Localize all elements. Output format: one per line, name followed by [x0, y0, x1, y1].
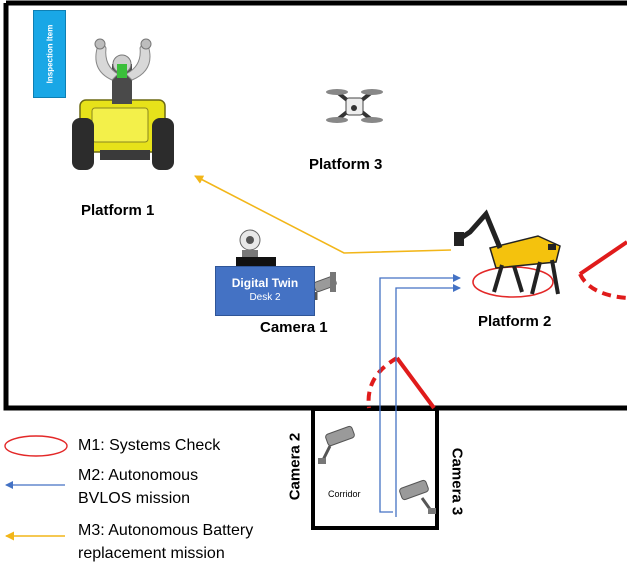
camera-3-label: Camera 3 [448, 447, 466, 516]
inspection-item-label: Inspection Item [45, 24, 54, 84]
m3-path [194, 175, 452, 254]
m1-systems-check-ellipse [472, 266, 554, 298]
camera-1-icon [313, 272, 337, 300]
door-right [578, 240, 627, 300]
legend-m2-text-line2: BVLOS mission [78, 490, 191, 507]
door-corridor [366, 356, 436, 410]
legend-m3-text-line1: M3: Autonomous Battery [78, 522, 254, 539]
m2-path-outer [379, 274, 461, 513]
platform-2-quadruped-icon [454, 209, 561, 295]
digital-twin-desk: Digital Twin Desk 2 [215, 266, 315, 316]
platform-1-robot-icon [72, 38, 174, 170]
camera-1-label: Camera 1 [260, 319, 328, 336]
digital-twin-subtitle: Desk 2 [249, 292, 281, 303]
inspection-item-tag: Inspection Item [33, 10, 66, 98]
camera-2-icon [318, 425, 355, 464]
legend-m1-text: M1: Systems Check [78, 437, 221, 454]
corridor-box [311, 407, 439, 530]
digital-twin-title: Digital Twin [231, 276, 299, 290]
platform-1-label: Platform 1 [81, 202, 155, 219]
m2-path-inner [395, 284, 461, 517]
platform-3-label: Platform 3 [309, 156, 383, 173]
webcam-icon [236, 229, 276, 267]
platform-2-label: Platform 2 [478, 313, 552, 330]
platform-3-drone-icon [326, 89, 383, 123]
legend-m3-text-line2: replacement mission [78, 545, 225, 562]
legend-m2-text-line1: M2: Autonomous [78, 467, 199, 484]
camera-3-icon [399, 479, 436, 514]
legend-m1-ellipse [4, 435, 68, 457]
camera-2-label: Camera 2 [286, 432, 304, 501]
corridor-label: Corridor [328, 489, 361, 499]
